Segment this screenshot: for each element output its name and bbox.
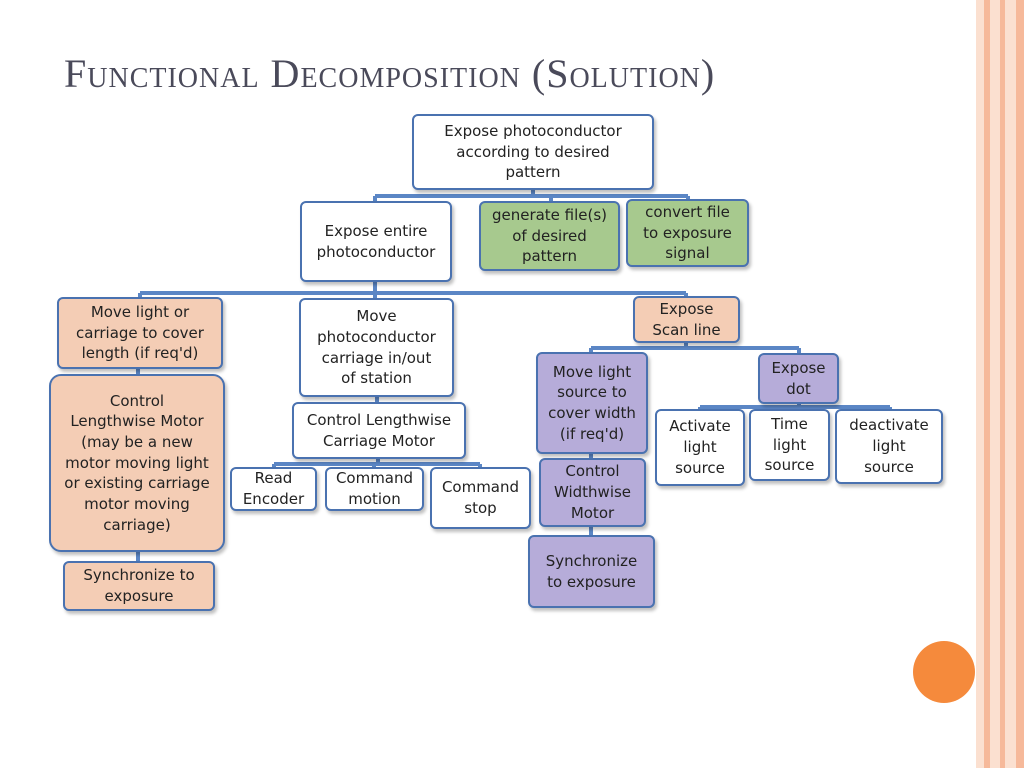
node-control-carriage-motor: Control Lengthwise Carriage Motor (292, 402, 466, 459)
decorative-side-stripes (976, 0, 1024, 768)
stripe (984, 0, 990, 768)
node-label: Move photoconductor carriage in/out of s… (317, 307, 436, 388)
node-control-lengthwise-motor: Control Lengthwise Motor (may be a new m… (49, 374, 225, 552)
node-move-photoconductor: Move photoconductor carriage in/out of s… (299, 298, 454, 397)
stripe (1000, 0, 1005, 768)
node-label: Read Encoder (242, 469, 305, 508)
node-expose-dot: Expose dot (758, 353, 839, 404)
slide-title: Functional Decomposition (Solution) (64, 51, 716, 96)
node-command-motion: Command motion (325, 467, 424, 511)
node-label: Expose Scan line (652, 299, 721, 339)
stripe (976, 0, 984, 768)
node-activate-light: Activate light source (655, 409, 745, 486)
node-label: Expose dot (771, 358, 826, 398)
node-time-light: Time light source (749, 409, 830, 481)
node-label: Expose photoconductor according to desir… (444, 121, 622, 182)
node-label: Control Lengthwise Motor (may be a new m… (64, 391, 210, 534)
node-label: Move light source to cover width (if req… (548, 362, 636, 443)
node-generate-files: generate file(s) of desired pattern (479, 201, 620, 271)
node-deactivate-light: deactivate light source (835, 409, 943, 484)
node-control-widthwise-motor: Control Widthwise Motor (539, 458, 646, 527)
node-label: Command motion (335, 469, 414, 508)
node-expose-scan-line: Expose Scan line (633, 296, 740, 343)
node-label: convert file to exposure signal (643, 202, 732, 263)
node-label: Time light source (764, 414, 815, 475)
node-move-light-source: Move light source to cover width (if req… (536, 352, 648, 454)
node-move-light-carriage: Move light or carriage to cover length (… (57, 297, 223, 369)
node-synchronize-left: Synchronize to exposure (63, 561, 215, 611)
node-label: Command stop (441, 478, 520, 517)
node-root: Expose photoconductor according to desir… (412, 114, 654, 190)
node-label: Move light or carriage to cover length (… (76, 302, 204, 363)
node-convert-file: convert file to exposure signal (626, 199, 749, 267)
node-label: Synchronize to exposure (545, 551, 638, 591)
stripe (990, 0, 1000, 768)
node-expose-entire: Expose entire photoconductor (300, 201, 452, 282)
node-label: generate file(s) of desired pattern (491, 205, 608, 266)
node-label: Activate light source (669, 417, 731, 477)
decorative-orange-circle (913, 641, 975, 703)
node-label: Expose entire photoconductor (316, 221, 436, 261)
node-label: Control Lengthwise Carriage Motor (306, 410, 452, 450)
stripe (1005, 0, 1016, 768)
node-synchronize-right: Synchronize to exposure (528, 535, 655, 608)
node-label: deactivate light source (849, 416, 929, 476)
node-label: Synchronize to exposure (83, 566, 195, 605)
stripe (1016, 0, 1024, 768)
node-read-encoder: Read Encoder (230, 467, 317, 511)
node-command-stop: Command stop (430, 467, 531, 529)
node-label: Control Widthwise Motor (553, 462, 632, 522)
